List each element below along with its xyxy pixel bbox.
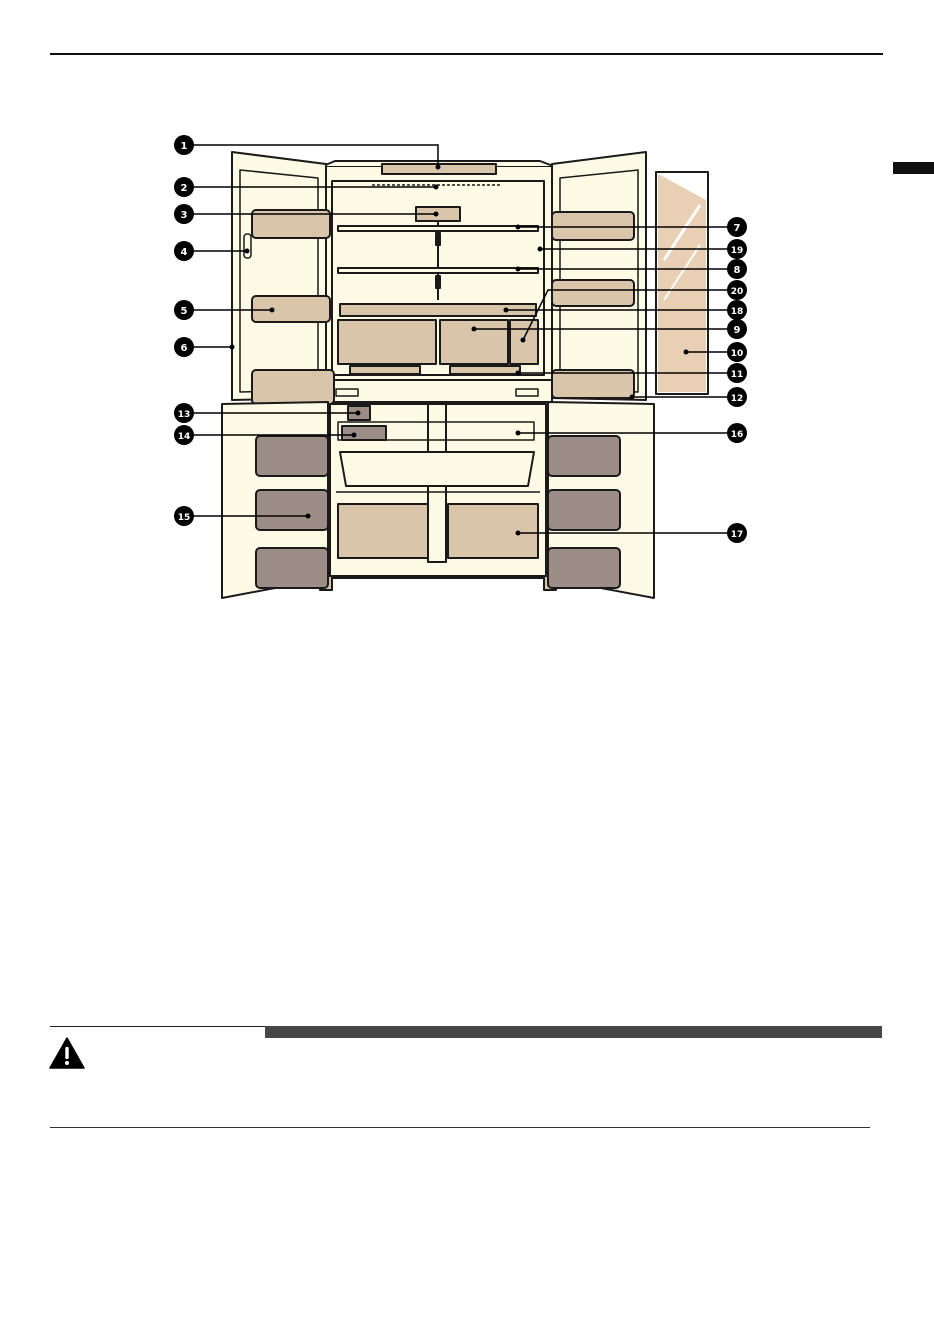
warning-rule-thin [50,1026,265,1027]
svg-text:11: 11 [731,370,744,380]
warning-header-bar [265,1026,882,1038]
callout-18: 18 [727,300,747,320]
callout-20: 20 [727,280,747,300]
refrigerator-parts-diagram: 1 2 3 4 5 6 7 8 9 10 11 12 13 14 15 16 1… [0,0,934,1000]
svg-text:19: 19 [731,246,744,256]
upper-shelf [338,226,538,231]
svg-text:15: 15 [178,513,191,523]
right-drawer-bin-1 [548,436,620,476]
svg-text:12: 12 [731,394,744,404]
right-drawer-bin-2 [548,490,620,530]
svg-text:7: 7 [734,223,741,234]
svg-text:14: 14 [178,432,191,442]
callout-11: 11 [727,363,747,383]
ice-bin [342,426,386,440]
callout-13: 13 [174,403,194,423]
left-drawer-bin-2 [256,490,328,530]
svg-text:16: 16 [731,430,744,440]
left-drawer-bin-1 [256,436,328,476]
svg-text:3: 3 [181,210,188,221]
right-door-bin-1 [552,212,634,240]
callout-2: 2 [174,177,194,197]
callout-9: 9 [727,319,747,339]
lower-drawer-right [448,504,538,558]
callout-17: 17 [727,523,747,543]
callout-4: 4 [174,241,194,261]
svg-text:13: 13 [178,410,191,420]
callout-6: 6 [174,337,194,357]
bottom-rule [50,1127,870,1128]
left-door-bin-3 [252,370,334,404]
callout-10: 10 [727,342,747,362]
svg-text:18: 18 [731,307,744,317]
svg-text:6: 6 [181,343,188,354]
svg-text:2: 2 [181,183,188,194]
callout-3: 3 [174,204,194,224]
callout-15: 15 [174,506,194,526]
middle-shelf [338,268,538,273]
callout-5: 5 [174,300,194,320]
right-door-bin-2 [552,280,634,306]
warning-triangle-icon [49,1037,85,1069]
svg-text:1: 1 [181,141,188,152]
svg-text:10: 10 [731,349,744,359]
callout-8: 8 [727,259,747,279]
svg-text:4: 4 [181,247,188,258]
svg-text:17: 17 [731,530,744,540]
svg-text:9: 9 [734,325,741,336]
crisper-left [338,320,436,364]
callout-19: 19 [727,239,747,259]
right-door-bin-3 [552,370,634,398]
right-drawer-bin-3 [548,548,620,588]
callout-1: 1 [174,135,194,155]
callout-16: 16 [727,423,747,443]
lower-drawer-left [338,504,428,558]
left-door-bin-2 [252,296,330,322]
door-alarm-sensor [244,234,251,258]
svg-text:20: 20 [731,287,744,297]
callout-7: 7 [727,217,747,237]
svg-text:5: 5 [181,306,188,317]
lower-shelf [340,452,534,486]
callout-14: 14 [174,425,194,445]
svg-text:8: 8 [734,265,741,276]
callout-12: 12 [727,387,747,407]
left-drawer-bin-3 [256,548,328,588]
